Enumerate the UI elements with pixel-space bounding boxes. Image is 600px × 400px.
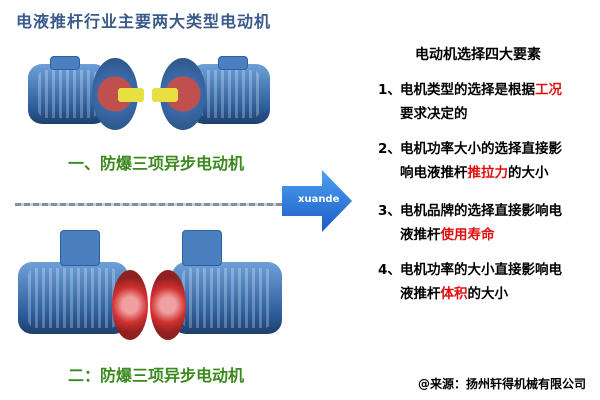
item-number: 3、 xyxy=(378,203,401,219)
item-number: 1、 xyxy=(378,82,401,98)
item-text-tail: 的大小 xyxy=(467,286,509,302)
item-number: 4、 xyxy=(378,262,401,278)
item-highlight: 使用寿命 xyxy=(440,227,495,243)
item-highlight: 工况 xyxy=(535,82,562,98)
factor-item-4: 4、 电机功率的大小直接影响电液推杆体积的大小 xyxy=(378,258,565,306)
motor-type-2-caption: 二：防爆三项异步电动机 xyxy=(68,366,245,385)
factor-item-1: 1、 电机类型的选择是根据工况要求决定的 xyxy=(378,78,565,126)
divider xyxy=(15,203,327,206)
item-text-tail: 的大小 xyxy=(508,165,549,181)
item-text: 电机功率的大小直接影响电液推杆 xyxy=(400,262,562,302)
item-text: 电机品牌的选择直接影响电液推杆 xyxy=(400,203,562,243)
factors-heading: 电动机选择四大要素 xyxy=(415,47,541,63)
item-highlight: 推拉力 xyxy=(467,165,509,181)
motor-type-1-caption: 一、防爆三项异步电动机 xyxy=(68,154,245,173)
item-text-tail: 要求决定的 xyxy=(400,106,468,122)
factor-item-3: 3、 电机品牌的选择直接影响电液推杆使用寿命 xyxy=(378,199,565,247)
arrow-right-icon xyxy=(282,170,352,232)
source-credit: @来源：扬州轩得机械有限公司 xyxy=(418,377,587,391)
factor-item-2: 2、 电机功率大小的选择直接影响电液推杆推拉力的大小 xyxy=(378,137,565,185)
item-text: 电机功率大小的选择直接影响电液推杆 xyxy=(400,141,562,181)
item-text: 电机类型的选择是根据 xyxy=(400,82,535,98)
arrow-label: xuande xyxy=(298,194,340,205)
page-title: 电液推杆行业主要两大类型电动机 xyxy=(16,12,272,31)
item-highlight: 体积 xyxy=(440,286,468,302)
item-number: 2、 xyxy=(378,141,401,157)
